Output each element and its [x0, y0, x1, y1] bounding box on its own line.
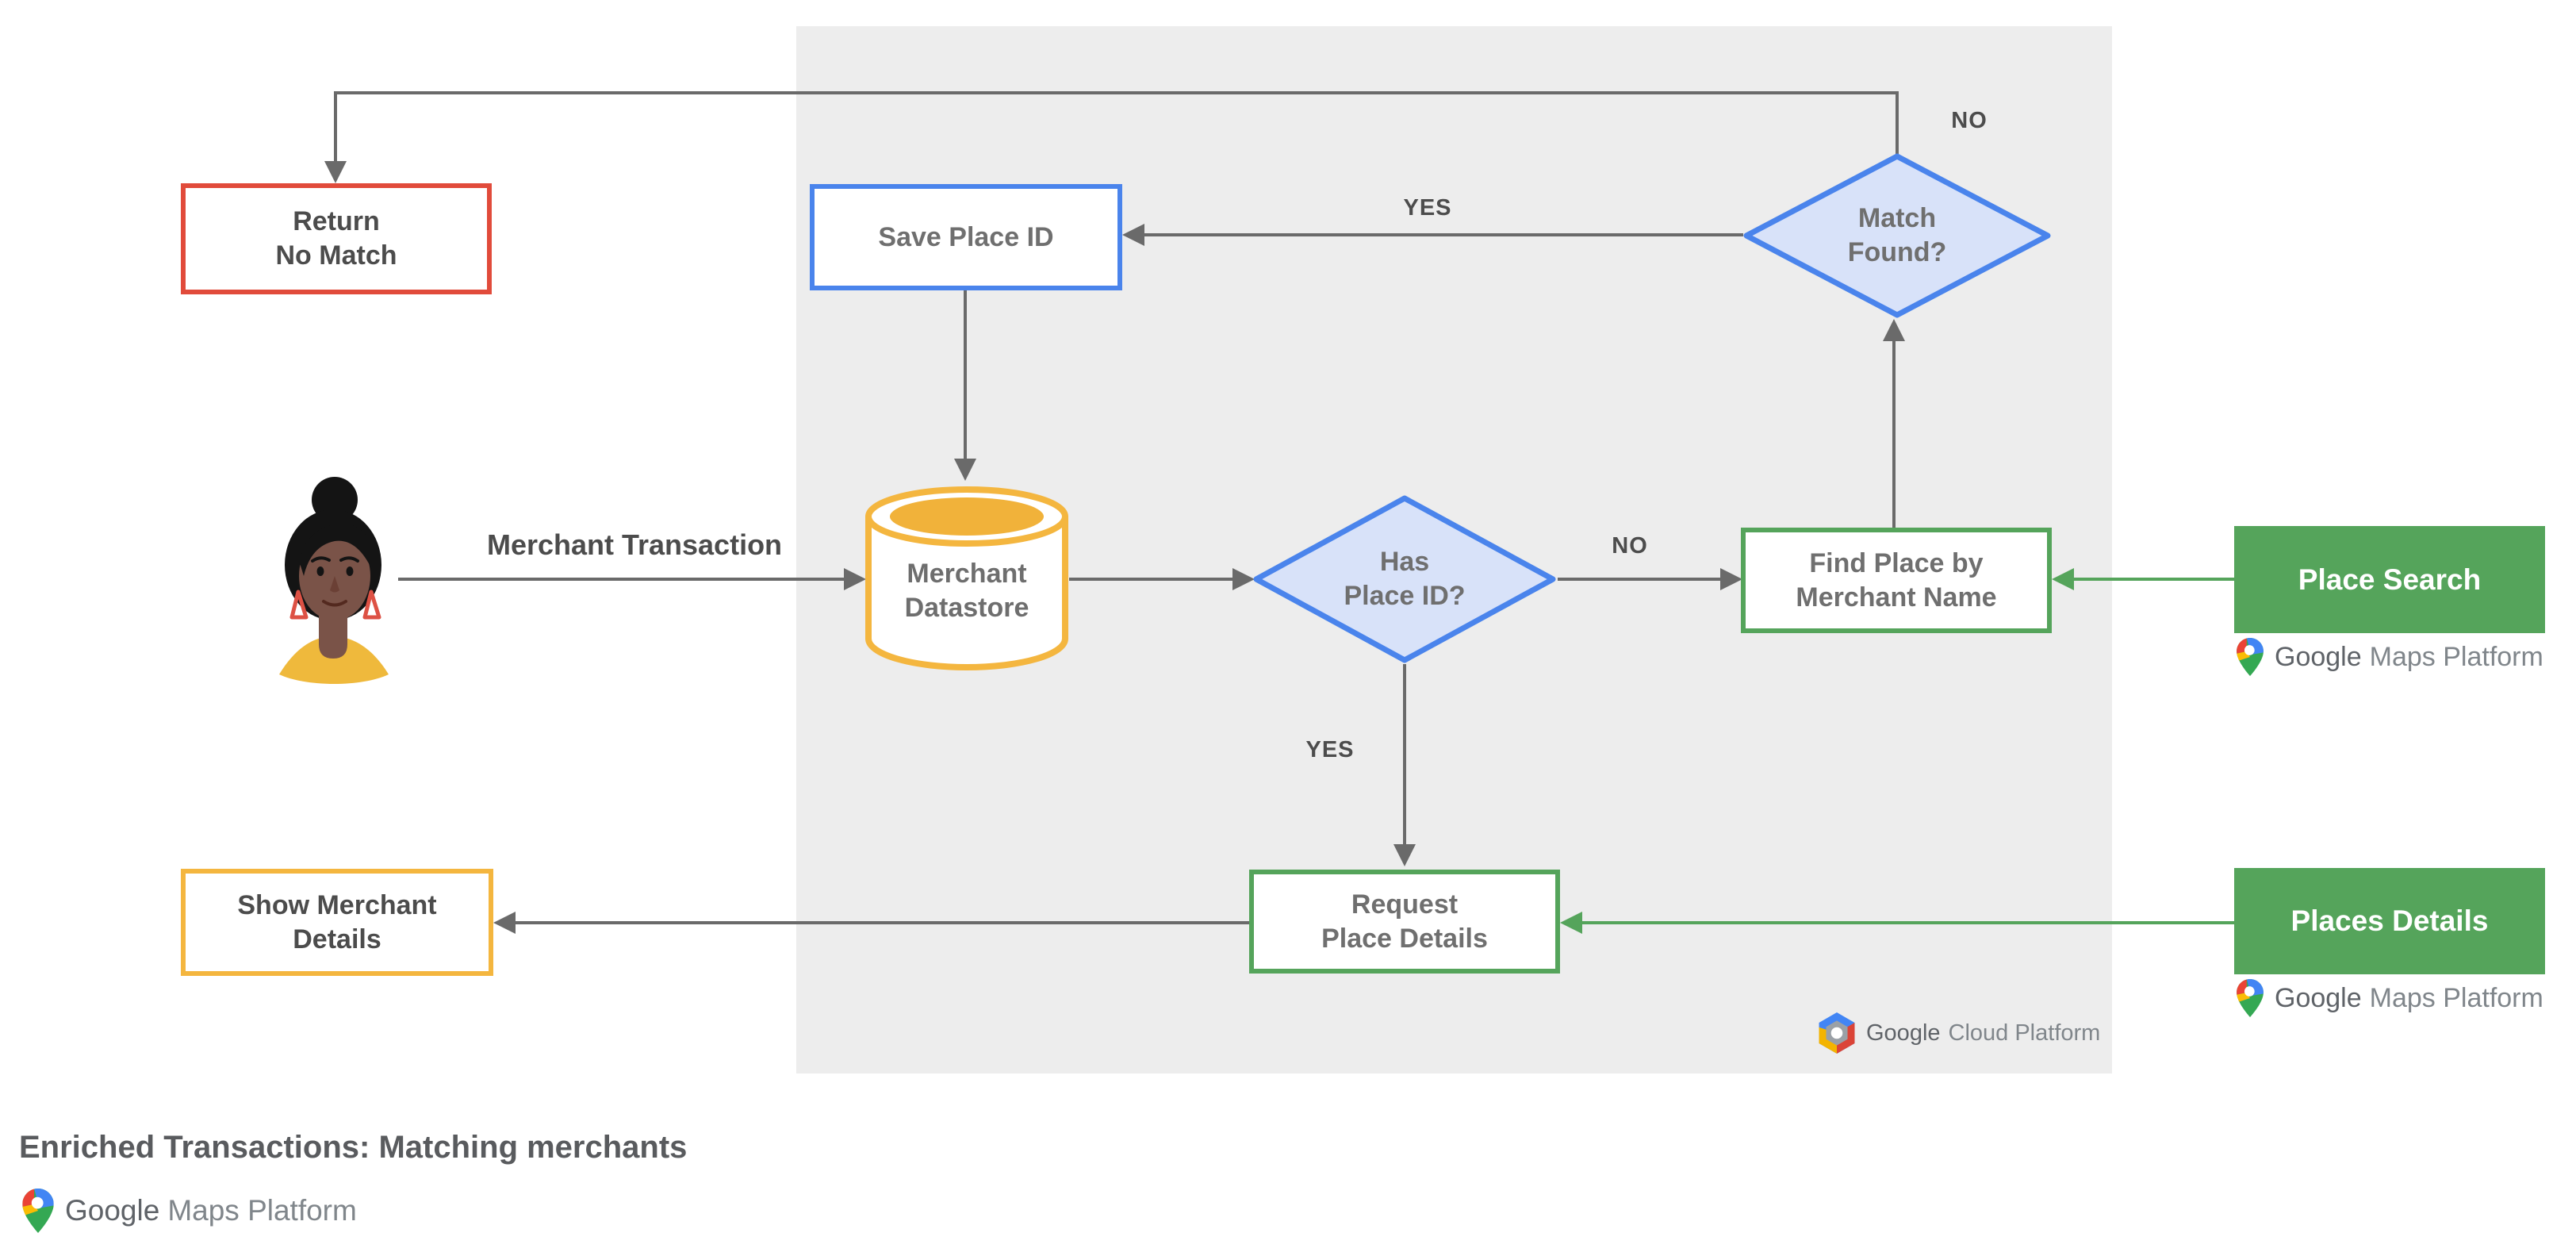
- node-label-line: Find Place by: [1809, 547, 1984, 578]
- edge-match-yes: [1144, 233, 1743, 236]
- node-has-place-id-label: Has Place ID?: [1252, 494, 1558, 664]
- arrowhead-into-datastore-top: [954, 459, 976, 481]
- node-label-line: Show Merchant: [237, 889, 437, 920]
- arrowhead-into-match: [1883, 319, 1905, 341]
- arrowhead-into-return: [324, 161, 347, 183]
- edge-match-no-down: [334, 93, 337, 161]
- node-merchant-datastore-cylinder: [865, 486, 1068, 670]
- node-label-line: Datastore: [904, 593, 1029, 623]
- node-label-line: Place Details: [1321, 923, 1488, 954]
- edge-hasplace-no: [1558, 578, 1720, 581]
- gmp-brand-text: Google: [2275, 641, 2362, 672]
- arrowhead-green-into-findplace: [2052, 568, 2074, 590]
- edge-datastore-to-hasplace: [1069, 578, 1232, 581]
- gmp-suffix-text: Maps Platform: [2369, 641, 2543, 672]
- gmp-brand-text: Google: [2275, 982, 2362, 1013]
- customer-avatar: [279, 477, 389, 684]
- google-cloud-hexagon-icon: [1819, 1012, 1855, 1054]
- edge-merchant-transaction: [398, 578, 844, 581]
- arrowhead-into-request: [1393, 844, 1416, 866]
- edge-hasplace-yes: [1403, 664, 1406, 844]
- node-match-found-label: Match Found?: [1742, 152, 2053, 319]
- node-label-line: Save Place ID: [878, 221, 1054, 252]
- edge-request-to-show: [516, 921, 1251, 924]
- node-label-line: Places Details: [2290, 904, 2489, 937]
- diagram-title: Enriched Transactions: Matching merchant…: [19, 1130, 688, 1165]
- node-return-no-match: Return No Match: [181, 183, 492, 294]
- arrowhead-into-datastore: [844, 568, 866, 590]
- gmp-suffix-text: Maps Platform: [167, 1194, 357, 1227]
- node-label-line: Place Search: [2298, 563, 2482, 596]
- node-label-line: Details: [293, 924, 381, 954]
- edge-label-merchant-transaction: Merchant Transaction: [486, 528, 783, 561]
- node-match-found-diamond: [1743, 153, 2051, 318]
- gcp-brand-text: Google: [1866, 1020, 1941, 1046]
- node-label-line: Merchant Name: [1796, 582, 1997, 613]
- edge-label-no-hasplace: NO: [1612, 533, 1648, 559]
- gmp-suffix-text: Maps Platform: [2369, 982, 2543, 1013]
- edge-save-to-datastore: [964, 290, 967, 459]
- gcp-logo: Google Cloud Platform: [1819, 1012, 2100, 1054]
- arrowhead-into-hasplace: [1232, 568, 1255, 590]
- edge-match-no-across: [334, 91, 1899, 94]
- node-merchant-datastore-label: Merchant Datastore: [864, 528, 1069, 655]
- gmp-brand-text: Google: [65, 1194, 160, 1227]
- node-label-line: No Match: [275, 240, 397, 271]
- node-place-search-api: Place Search: [2234, 526, 2545, 633]
- arrowhead-into-findplace: [1720, 568, 1742, 590]
- node-label-line: Request: [1351, 889, 1459, 920]
- node-label-line: Return: [293, 206, 380, 237]
- edge-label-yes-match: YES: [1403, 195, 1452, 221]
- arrowhead-green-into-request: [1560, 912, 1582, 934]
- arrowhead-into-save: [1122, 224, 1144, 246]
- google-maps-pin-icon: [2237, 638, 2264, 676]
- edge-findplace-to-match: [1892, 341, 1896, 528]
- node-label-line: Match: [1857, 203, 1937, 234]
- edge-label-yes-hasplace: YES: [1305, 737, 1355, 762]
- node-label-line: Merchant: [907, 559, 1027, 590]
- google-maps-pin-icon: [22, 1189, 54, 1233]
- arrowhead-into-show: [493, 912, 516, 934]
- node-find-place-by-merchant-name: Find Place by Merchant Name: [1741, 528, 2052, 633]
- edge-placesdetails-to-request: [1581, 921, 2234, 924]
- node-show-merchant-details: Show Merchant Details: [181, 869, 493, 976]
- node-label-line: Found?: [1847, 237, 1947, 267]
- node-save-place-id: Save Place ID: [810, 184, 1122, 290]
- gcp-suffix-text: Cloud Platform: [1948, 1020, 2101, 1046]
- node-places-details-api: Places Details: [2234, 868, 2545, 974]
- google-maps-pin-icon: [2237, 979, 2264, 1017]
- edge-match-no-up: [1896, 93, 1899, 155]
- node-label-line: Has: [1379, 547, 1430, 578]
- node-request-place-details: Request Place Details: [1249, 870, 1560, 974]
- gcp-logo-text: Google Cloud Platform: [1866, 1020, 2100, 1047]
- node-label-line: Place ID?: [1344, 581, 1466, 611]
- edge-placesearch-to-findplace: [2072, 578, 2234, 581]
- node-has-place-id-diamond: [1253, 495, 1556, 663]
- edge-label-no-match: NO: [1951, 108, 1988, 133]
